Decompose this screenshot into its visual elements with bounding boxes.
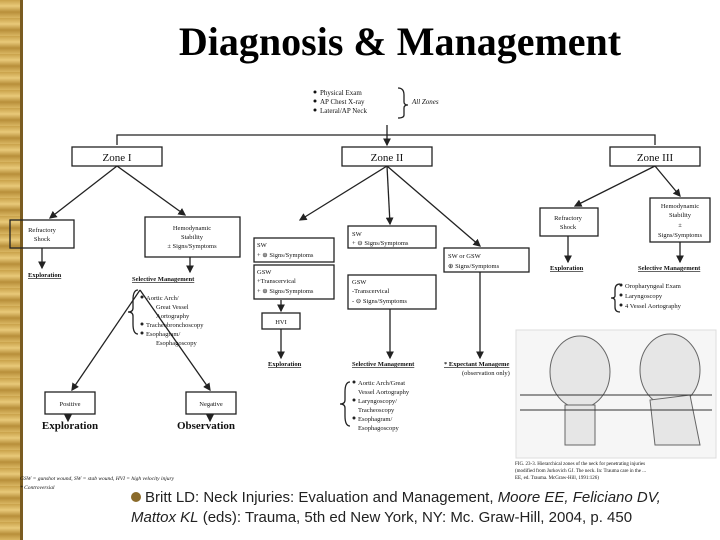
negative-label: Negative: [199, 401, 223, 408]
negative-box: [185, 391, 237, 415]
z2-item-2: Vessel Aortography: [358, 389, 410, 396]
selective-mgmt-z2: Selective Management: [352, 361, 415, 368]
exploration-z3: Exploration: [550, 265, 584, 272]
zone3-label: Zone III: [637, 152, 674, 164]
sw-gsw-box: [443, 247, 530, 273]
hemo3-line1: Hemodynamic: [661, 203, 699, 210]
gsw-mid-2: -Transcervical: [352, 288, 389, 295]
hemo3-line4: Signs/Symptoms: [658, 232, 703, 239]
citation-publication: (eds): Trauma, 5th ed New York, NY: Mc. …: [198, 509, 633, 526]
expectant-label: * Expectant Manageme: [444, 361, 509, 368]
sw-mid-1: SW: [352, 231, 363, 238]
gsw-left-2: +Transcervical: [257, 278, 296, 285]
z1-item-5: Esophagram/: [146, 331, 180, 338]
z1-item-1: Aortic Arch/: [146, 295, 179, 302]
z3-item-3: 4 Vessel Aortography: [625, 303, 682, 310]
fig-caption-3: EE, ed. Trauma. McGraw-Hill, 1991:126): [515, 476, 599, 481]
positive-box: [44, 391, 96, 415]
hvi-label: HVI: [275, 319, 287, 326]
hemo1-line2: Stability: [181, 234, 204, 241]
hemo3-line3: ±: [678, 222, 682, 229]
z2-item-5: Esophagram/: [358, 416, 392, 423]
top-list-item-3: Lateral/AP Neck: [320, 107, 367, 115]
observation-only: (observation only): [462, 370, 510, 377]
sw-left-2: + ⊕ Signs/Symptoms: [257, 252, 314, 259]
sw-box: [347, 225, 437, 249]
gsw-left-box: [253, 264, 335, 300]
z2-item-6: Esophagoscopy: [358, 425, 400, 432]
sw-mid-2: + ⊖ Signs/Symptoms: [352, 240, 409, 247]
refractory-shock3-box: [539, 207, 599, 237]
z1-item-4: Tracheobronchoscopy: [146, 322, 204, 329]
citation-authors: Moore EE, Feliciano DV,: [497, 489, 661, 506]
zone2-label: Zone II: [371, 152, 404, 164]
z1-item-6: Esophagoscopy: [156, 340, 198, 347]
z3-item-1: Oropharyngeal Exam: [625, 283, 681, 290]
z1-item-3: Aortography: [156, 313, 190, 320]
zone1-label: Zone I: [102, 152, 131, 164]
hemo1-line3: ± Signs/Symptoms: [167, 243, 217, 250]
shock-label: Shock: [34, 236, 51, 243]
gsw-mid-3: - ⊖ Signs/Symptoms: [352, 298, 407, 305]
refractory-label: Refractory: [28, 227, 57, 234]
refractory3-label: Refractory: [554, 215, 583, 222]
sw-left-box: [253, 237, 335, 263]
top-list-item-1: Physical Exam: [320, 89, 362, 97]
fig-caption-1: FIG. 23-3. Hierarchical zones of the nec…: [515, 462, 645, 467]
gsw-left-1: GSW: [257, 269, 272, 276]
gsw-mid-box: [347, 274, 437, 310]
selective-mgmt-z1: Selective Management: [132, 276, 195, 283]
sw-gsw-1: SW or GSW: [448, 253, 482, 260]
exploration-z1: Exploration: [28, 272, 62, 279]
slide-title: Diagnosis & Management: [178, 19, 622, 64]
z1-item-2: Great Vessel: [156, 304, 189, 311]
decorative-side-band: [0, 0, 23, 540]
refractory-shock-box: [9, 219, 75, 249]
hemo-stability-box: [144, 216, 241, 258]
z3-item-2: Laryngoscopy: [625, 293, 663, 300]
shock3-label: Shock: [560, 224, 577, 231]
hemo3-line2: Stability: [669, 212, 692, 219]
sw-left-1: SW: [257, 242, 268, 249]
top-list-item-2: AP Chest X-ray: [320, 98, 365, 106]
footnote-controversial: * Controversial: [20, 485, 55, 491]
z2-item-4: Tracheoscopy: [358, 407, 395, 414]
citation-editor: Mattox KL: [131, 509, 199, 526]
bullet-icon: [131, 492, 141, 502]
sw-gsw-2: ⊕ Signs/Symptoms: [448, 263, 500, 270]
footnote-abbrev: GSW = gunshot wound, SW = stab wound, HV…: [20, 476, 175, 482]
positive-label: Positive: [60, 401, 81, 408]
exploration-outcome: Exploration: [42, 420, 98, 432]
fig-caption-2: (modified from Jurkovich GJ. The neck. I…: [515, 469, 646, 474]
observation-outcome: Observation: [177, 420, 235, 432]
citation: Britt LD: Neck Injuries: Evaluation and …: [131, 488, 711, 528]
selective-mgmt-z3: Selective Management: [638, 265, 701, 272]
citation-text: Britt LD: Neck Injuries: Evaluation and …: [145, 489, 498, 506]
hemo1-line1: Hemodynamic: [173, 225, 211, 232]
gsw-left-3: + ⊕ Signs/Symptoms: [257, 288, 314, 295]
z2-item-1: Aortic Arch/Great: [358, 380, 405, 387]
gsw-mid-1: GSW: [352, 279, 367, 286]
z2-item-3: Laryngoscopy/: [358, 398, 397, 405]
all-zones-label: All Zones: [411, 98, 439, 106]
exploration-z2: Exploration: [268, 361, 302, 368]
neck-zones-illustration: [515, 329, 717, 459]
